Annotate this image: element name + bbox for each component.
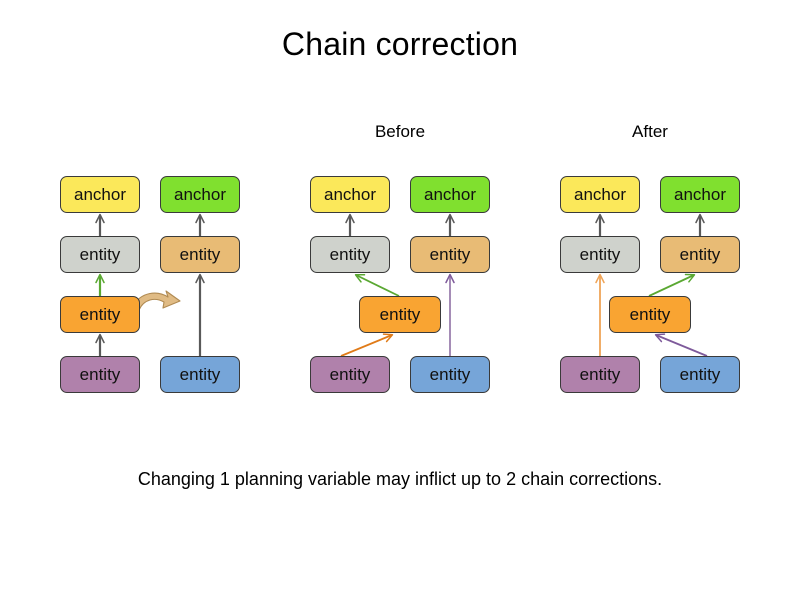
node-anchor[interactable]: anchor [310, 176, 390, 213]
node-entity[interactable]: entity [560, 356, 640, 393]
node-entity[interactable]: entity [660, 356, 740, 393]
page-title: Chain correction [281, 26, 519, 62]
panel-label-before: Before [374, 122, 426, 141]
node-anchor[interactable]: anchor [410, 176, 490, 213]
node-anchor[interactable]: anchor [60, 176, 140, 213]
node-entity[interactable]: entity [410, 236, 490, 273]
caption-text: Changing 1 planning variable may inflict… [137, 469, 663, 489]
move-curved-arrow-icon [132, 290, 181, 311]
panel-initial-edges [95, 213, 205, 356]
panel-before-edges [340, 213, 455, 357]
node-entity[interactable]: entity [160, 236, 240, 273]
edge-entity-to-entity [654, 333, 708, 357]
panel-after-edges [595, 213, 708, 357]
node-anchor[interactable]: anchor [660, 176, 740, 213]
panel-label-after: After [632, 122, 668, 141]
node-entity[interactable]: entity [660, 236, 740, 273]
node-entity[interactable]: entity [410, 356, 490, 393]
edge-entity-to-entity [354, 273, 400, 297]
node-entity[interactable]: entity [560, 236, 640, 273]
node-entity-moving[interactable]: entity [60, 296, 140, 333]
edge-entity-to-entity [340, 333, 394, 357]
node-entity[interactable]: entity [60, 356, 140, 393]
node-entity[interactable]: entity [310, 356, 390, 393]
node-entity-moving[interactable]: entity [359, 296, 441, 333]
node-anchor[interactable]: anchor [560, 176, 640, 213]
node-entity[interactable]: entity [60, 236, 140, 273]
node-entity-moving[interactable]: entity [609, 296, 691, 333]
node-entity[interactable]: entity [160, 356, 240, 393]
edge-entity-to-entity [648, 273, 696, 297]
node-entity[interactable]: entity [310, 236, 390, 273]
node-anchor[interactable]: anchor [160, 176, 240, 213]
